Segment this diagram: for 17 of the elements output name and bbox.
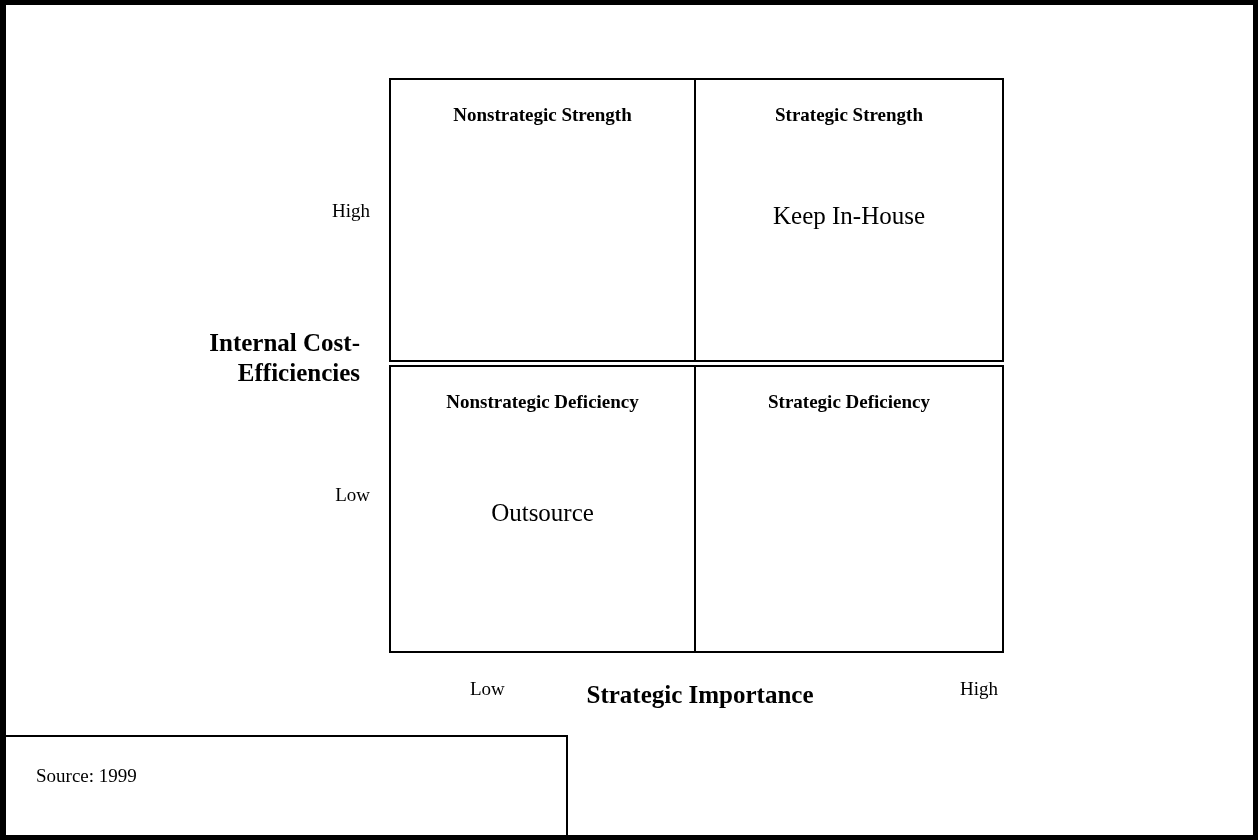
quadrant-heading: Strategic Strength: [774, 104, 924, 126]
quadrant-box: [389, 365, 696, 653]
axis-title: Internal Cost-Efficiencies: [208, 328, 360, 388]
recommendation-text: Outsource: [491, 499, 594, 527]
quadrant-box: [694, 365, 1004, 653]
axis-level-label: Low: [334, 484, 370, 506]
axis-title: Strategic Importance: [585, 680, 815, 710]
quadrant-heading: Nonstrategic Deficiency: [445, 391, 640, 413]
axis-level-label: High: [331, 200, 370, 222]
axis-level-label: Low: [470, 678, 506, 700]
source-note: Source: 1999: [36, 765, 138, 787]
axis-level-label: High: [960, 678, 999, 700]
quadrant-box: [389, 78, 696, 362]
quadrant-heading: Strategic Deficiency: [767, 391, 931, 413]
quadrant-heading: Nonstrategic Strength: [452, 104, 633, 126]
quadrant-box: [694, 78, 1004, 362]
recommendation-text: Keep In-House: [773, 202, 925, 230]
